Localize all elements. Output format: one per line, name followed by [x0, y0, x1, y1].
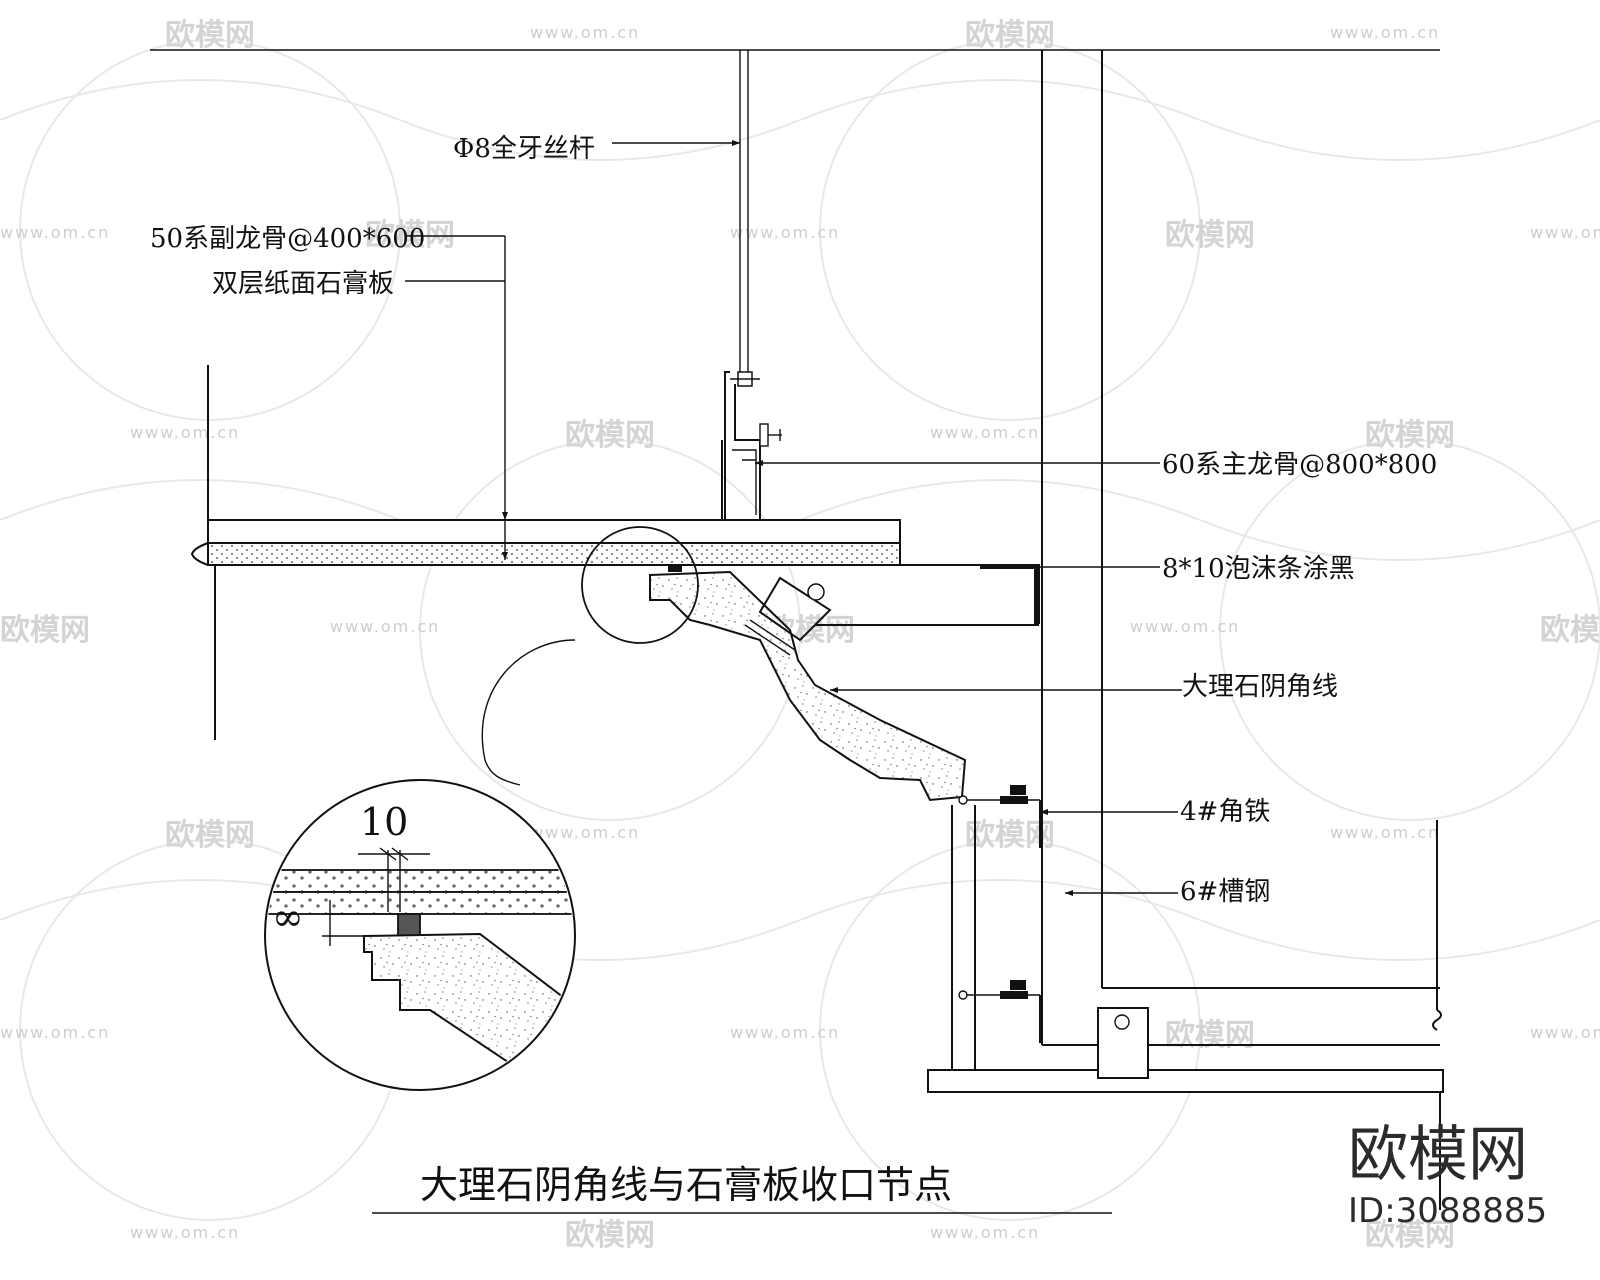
watermark-url: www.om.cn — [1530, 223, 1600, 242]
watermark-text: 欧模网 — [1365, 418, 1455, 453]
detail-enlargement: 10 ∞ — [264, 779, 576, 1091]
watermark-marks: 欧模网 www.om.cn 欧模网 www.om.cn www.om.cn 欧模… — [0, 18, 1600, 1253]
threaded-rod-label: Φ8全牙丝杆 — [453, 134, 595, 164]
wall — [1041, 50, 1442, 1046]
watermark-url: www.om.cn — [730, 223, 840, 242]
secondary-keel-label: 50系副龙骨@400*600 — [150, 224, 425, 254]
marble-corner-label: 大理石阴角线 — [1182, 672, 1338, 702]
watermark-url: www.om.cn — [130, 1223, 240, 1242]
watermark-text: 欧模网 — [965, 18, 1055, 53]
watermark-text: 欧模网 — [0, 613, 90, 648]
watermark-text: 欧模网 — [1365, 1218, 1455, 1253]
marble-molding — [649, 570, 967, 802]
watermark-url: www.om.cn — [530, 823, 640, 842]
drawing-title: 大理石阴角线与石膏板收口节点 — [420, 1163, 952, 1207]
detail-reference-circle — [481, 526, 699, 786]
dimension-8-label: ∞ — [272, 895, 304, 939]
drawing-title-block: 大理石阴角线与石膏板收口节点 — [372, 1163, 1112, 1214]
angle-iron — [958, 785, 1041, 1043]
support-bracket-top — [668, 564, 1040, 626]
watermark-url: www.om.cn — [0, 223, 110, 242]
brand-id: ID:3088885 — [1348, 1191, 1547, 1231]
channel-steel — [927, 805, 1444, 1210]
callout-labels: Φ8全牙丝杆 50系副龙骨@400*600 双层纸面石膏板 60系主龙骨@800… — [150, 134, 1437, 907]
watermark-text: 欧模网 — [1165, 1018, 1255, 1053]
leader-lines — [405, 140, 1182, 896]
watermark-url: www.om.cn — [730, 1023, 840, 1042]
watermark-layer: 欧模网 www.om.cn 欧模网 www.om.cn www.om.cn 欧模… — [0, 18, 1600, 1253]
watermark-text: 欧模网 — [1165, 218, 1255, 253]
watermark-url: www.om.cn — [930, 423, 1040, 442]
watermark-url: www.om.cn — [330, 617, 440, 636]
main-keel-label: 60系主龙骨@800*800 — [1162, 450, 1437, 480]
watermark-url: www.om.cn — [130, 423, 240, 442]
threaded-rod — [730, 50, 760, 387]
dimension-10-label: 10 — [360, 800, 408, 844]
angle-iron-label: 4#角铁 — [1180, 797, 1270, 827]
watermark-text: 欧模网 — [165, 18, 255, 53]
gypsum-board — [190, 365, 901, 740]
watermark-url: www.om.cn — [1330, 823, 1440, 842]
watermark-url: www.om.cn — [1530, 1023, 1600, 1042]
watermark-url: www.om.cn — [530, 23, 640, 42]
watermark-url: www.om.cn — [1130, 617, 1240, 636]
foam-strip-label: 8*10泡沫条涂黑 — [1162, 554, 1355, 584]
double-gypsum-label: 双层纸面石膏板 — [212, 269, 394, 299]
watermark-text: 欧模网 — [565, 418, 655, 453]
watermark-url: www.om.cn — [1330, 23, 1440, 42]
watermark-text: 欧模网 — [165, 818, 255, 853]
watermark-url: www.om.cn — [930, 1223, 1040, 1242]
brand-logo-text: 欧模网 — [1348, 1120, 1528, 1190]
watermark-text: 欧模网 — [1540, 613, 1600, 648]
watermark-url: www.om.cn — [0, 1023, 110, 1042]
watermark-text: 欧模网 — [565, 1218, 655, 1253]
channel-steel-label: 6#槽钢 — [1180, 877, 1270, 907]
brand-block: 欧模网 ID:3088885 — [1348, 1120, 1547, 1231]
hanger-bracket — [724, 371, 782, 521]
